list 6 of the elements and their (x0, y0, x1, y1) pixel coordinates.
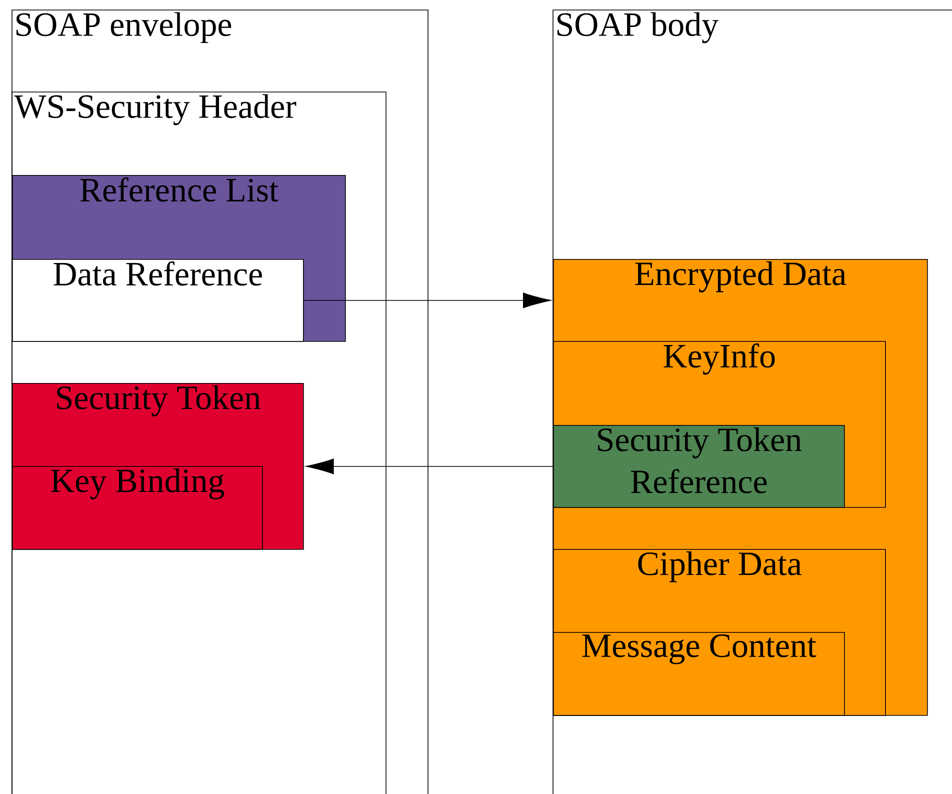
content-box: Message Content (553, 632, 845, 716)
reference-box: Security Token Reference (553, 424, 845, 508)
binding-box: Key Binding (12, 466, 263, 550)
arrow (303, 292, 552, 308)
arrow (306, 458, 554, 474)
reference-box: Data Reference (12, 258, 304, 342)
